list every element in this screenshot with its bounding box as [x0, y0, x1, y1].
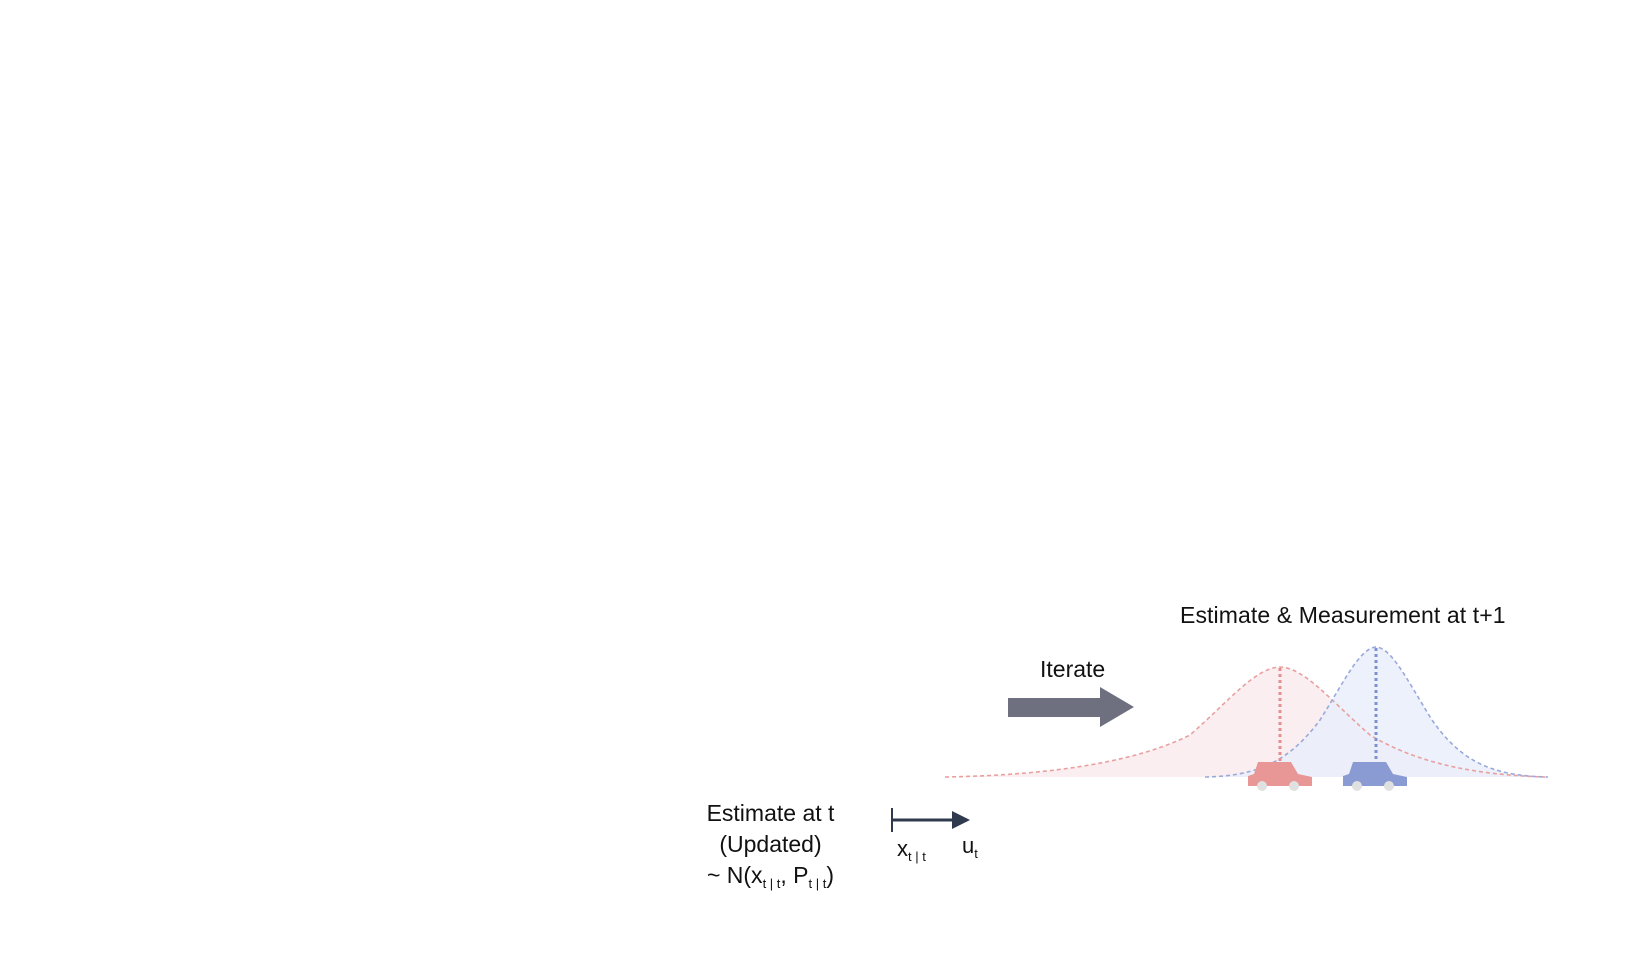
iterate-label: Iterate: [1040, 656, 1106, 682]
estimate-distribution-formula: ~ N(xt | t, Pt | t): [688, 860, 853, 891]
estimate-car-icon: [1248, 762, 1312, 791]
formula-sub-p: t | t: [808, 876, 827, 891]
control-label: ut: [962, 833, 978, 861]
measurement-car-icon: [1343, 762, 1407, 791]
state-label-sub: t | t: [908, 849, 926, 864]
estimate-distribution-curve: [944, 666, 1546, 778]
formula-prefix: ~ N(x: [706, 862, 763, 888]
measurement-distribution-curve: [1204, 646, 1549, 778]
control-label-main: u: [962, 833, 975, 858]
estimate-measurement-title: Estimate & Measurement at t+1: [1180, 602, 1506, 628]
state-label-main: x: [897, 836, 908, 861]
measurement-distribution-fill: [1205, 647, 1545, 777]
estimate-line-2: (Updated): [719, 831, 822, 857]
formula-suffix: ): [826, 862, 835, 888]
state-label: xt | t: [897, 836, 926, 864]
control-label-sub: t: [974, 846, 978, 861]
estimate-at-t-label: Estimate at t (Updated) ~ N(xt | t, Pt |…: [688, 798, 853, 891]
control-arrow-icon: [891, 808, 970, 832]
estimate-line-1: Estimate at t: [706, 800, 835, 826]
formula-sub-x: t | t: [762, 876, 781, 891]
iterate-arrow-icon: [1008, 687, 1134, 727]
formula-mid: , P: [780, 862, 809, 888]
